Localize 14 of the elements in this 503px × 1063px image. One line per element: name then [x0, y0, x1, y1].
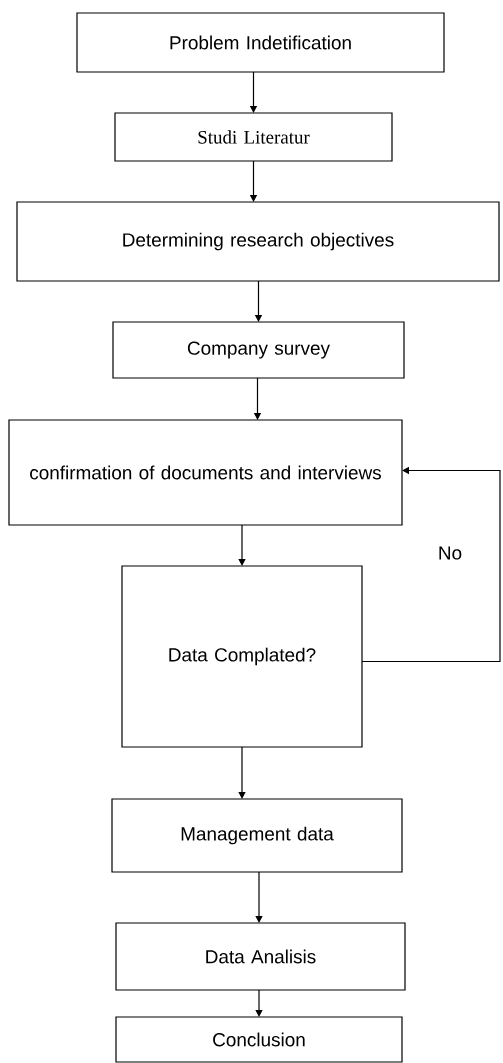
process-box: Management data — [111, 798, 403, 873]
arrow — [255, 871, 263, 923]
arrow — [255, 989, 263, 1017]
process-box: Problem Indetification — [76, 12, 445, 73]
process-box: Data Analisis — [115, 922, 406, 991]
process-box: Data Complated? — [121, 565, 363, 748]
arrow — [238, 524, 246, 566]
process-box: Studi Literatur — [114, 112, 393, 162]
process-box: Company survey — [112, 321, 405, 379]
process-box: Determining research objectives — [16, 201, 500, 282]
edge-label: No — [439, 546, 462, 560]
process-box: confirmation of documents and interviews — [8, 419, 403, 526]
arrow — [238, 746, 246, 799]
process-box: Conclusion — [115, 1016, 403, 1063]
